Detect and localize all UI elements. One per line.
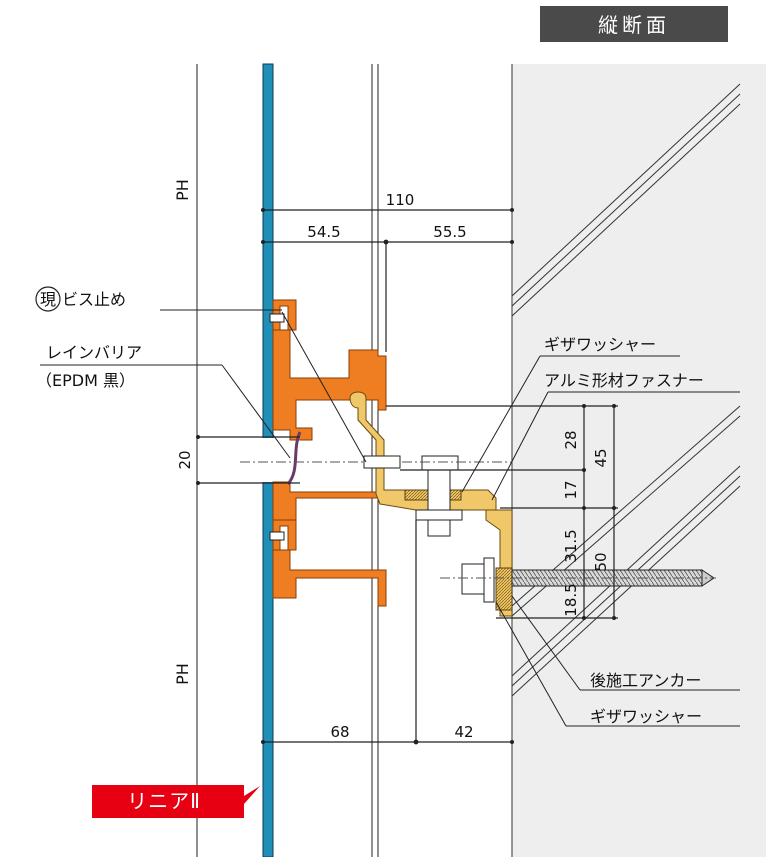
callout-serrated-washer-top: ギザワッシャー [544, 335, 656, 354]
dim-fastener-28: 28 [562, 430, 580, 449]
dim-total-depth: 110 [386, 191, 415, 209]
screw-head-lower [269, 531, 285, 541]
title-box [540, 6, 728, 42]
serrated-washer-lower [495, 567, 513, 611]
callout-post-anchor: 後施工アンカー [590, 671, 701, 690]
floor-label-upper: PH [173, 179, 192, 201]
panel-joint-gap [262, 438, 274, 482]
dim-joint-width: 20 [176, 450, 194, 469]
dim-bottom-right: 42 [454, 723, 473, 741]
dim-depth-left: 54.5 [307, 223, 340, 241]
callout-screw-fix: ビス止め [62, 290, 126, 309]
dim-fastener-45: 45 [592, 448, 610, 467]
callout-aluminum-fastener: アルミ形材ファスナー [544, 371, 704, 390]
washer-plate-bottom [415, 509, 463, 521]
floor-label-lower: PH [173, 663, 192, 685]
screw-mark: 現 [40, 290, 56, 309]
section-title: 縦断面 [598, 13, 670, 37]
dim-bottom-left: 68 [330, 723, 349, 741]
callout-rain-barrier-material: （EPDM 黒） [36, 371, 135, 390]
dim-anchor-18-5: 18.5 [562, 583, 580, 616]
product-tag-box [92, 785, 260, 818]
product-tag: リニアⅡ [127, 789, 201, 813]
leader-lines [40, 309, 740, 727]
dimension-ticks [196, 208, 616, 745]
dimension-lines [198, 209, 618, 743]
screw-head-upper [269, 313, 285, 323]
screw-mark-circle [35, 286, 61, 312]
anchor-nut [461, 563, 485, 595]
vertical-nut [421, 455, 459, 471]
dim-anchor-31-5: 31.5 [562, 529, 580, 562]
connector-pin [363, 455, 401, 469]
dim-anchor-50: 50 [592, 552, 610, 571]
callout-rain-barrier: レインバリア [46, 343, 142, 362]
dim-depth-right: 55.5 [433, 223, 466, 241]
aluminum-mullion-profile [272, 299, 387, 607]
anchor-washer [483, 557, 495, 603]
concrete-slab [512, 64, 766, 857]
callout-serrated-washer-bottom: ギザワッシャー [590, 707, 702, 726]
dim-fastener-17: 17 [562, 480, 580, 499]
